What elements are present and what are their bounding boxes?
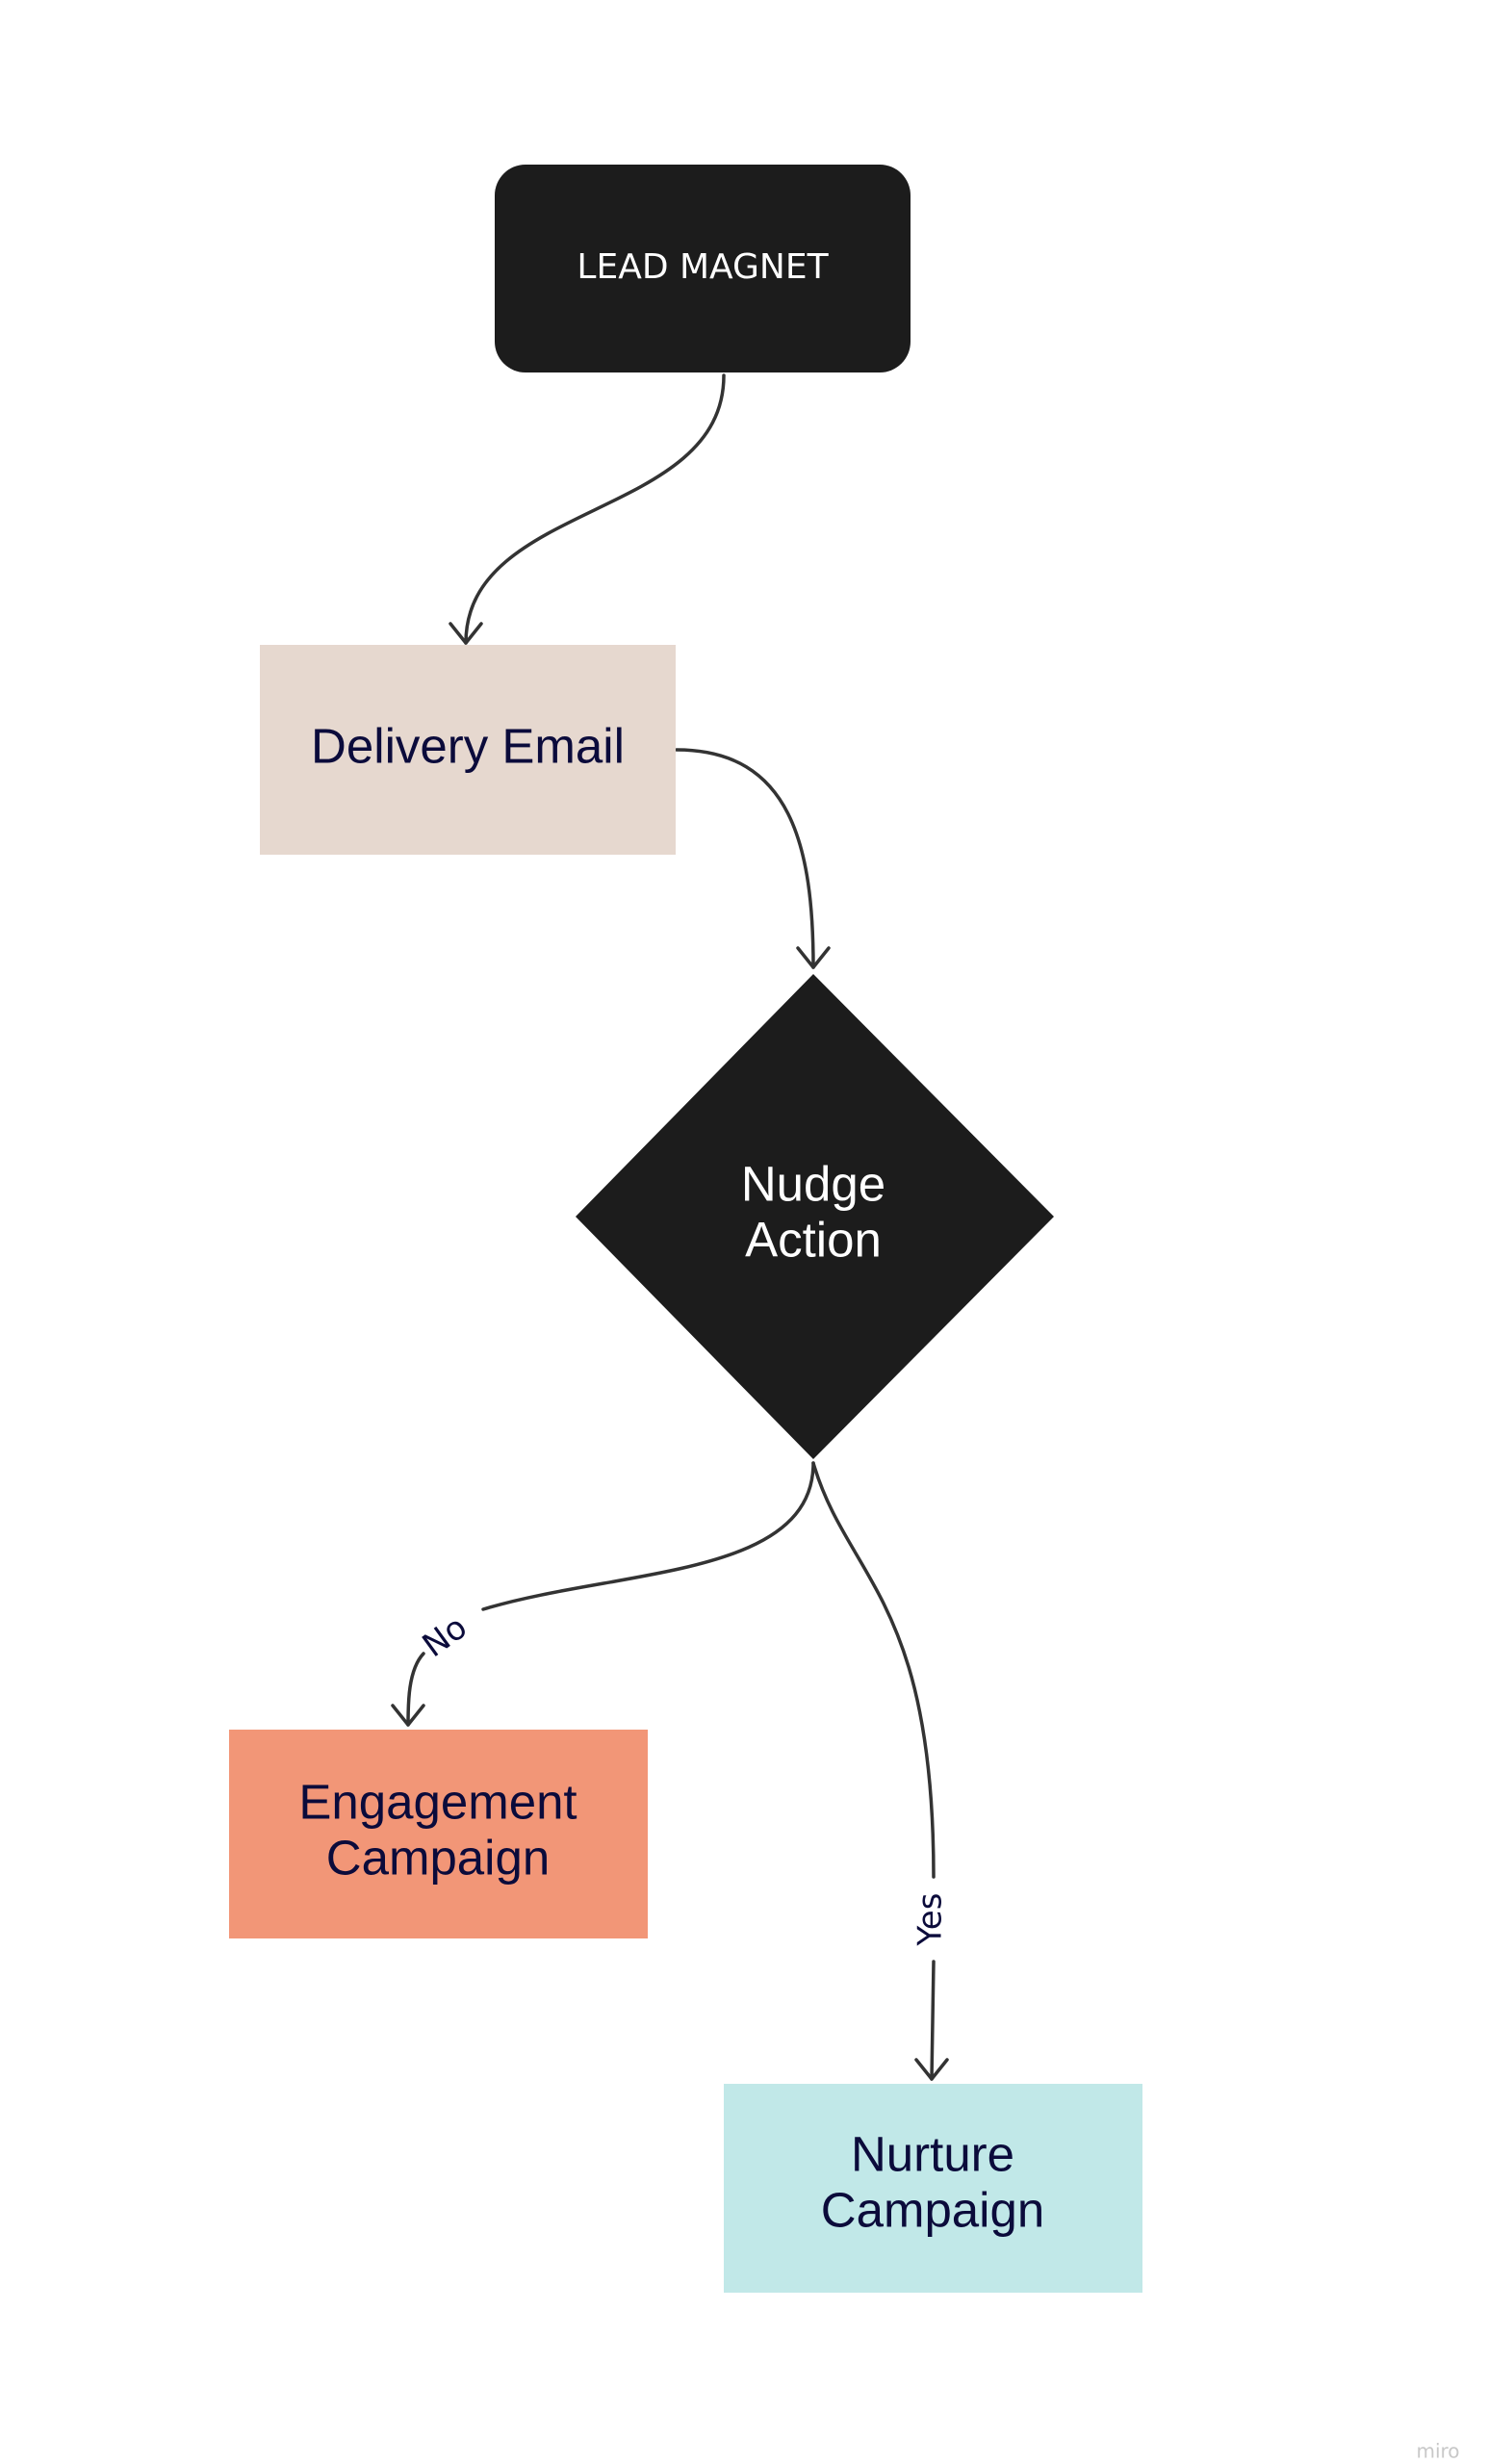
- node-delivery-email[interactable]: Delivery Email: [260, 645, 676, 855]
- miro-watermark: miro: [1416, 2440, 1459, 2463]
- engagement-campaign-label-line2: Campaign: [326, 1830, 550, 1885]
- engagement-campaign-label-line1: Engagement: [298, 1774, 577, 1829]
- nudge-action-label-line1: Nudge: [741, 1156, 885, 1211]
- node-lead-magnet[interactable]: LEAD MAGNET: [495, 165, 911, 372]
- arrowhead-nurture: [914, 2058, 949, 2081]
- arrowhead-nudge: [796, 946, 831, 969]
- nudge-action-label-line2: Action: [745, 1212, 882, 1267]
- nurture-campaign-label-line1: Nurture: [851, 2126, 1014, 2181]
- node-nudge-action[interactable]: Nudge Action: [576, 974, 1054, 1459]
- edge-nudge-to-engagement: [481, 1461, 815, 1611]
- delivery-email-label: Delivery Email: [311, 718, 625, 773]
- edge-label-yes: Yes: [911, 1893, 950, 1947]
- edge-lead-to-delivery: [464, 373, 726, 645]
- arrowhead-engagement: [391, 1704, 425, 1727]
- nurture-campaign-label-line2: Campaign: [821, 2182, 1044, 2237]
- node-engagement-campaign[interactable]: Engagement Campaign: [229, 1730, 648, 1938]
- edge-label-no: No: [416, 1608, 475, 1666]
- edge-delivery-to-nudge: [675, 748, 815, 969]
- node-nurture-campaign[interactable]: Nurture Campaign: [724, 2084, 1142, 2293]
- edge-nudge-to-nurture: [811, 1461, 936, 1879]
- arrowhead-delivery: [449, 622, 483, 645]
- edge-nudge-to-nurture-tail: [930, 1960, 936, 2081]
- lead-magnet-label: LEAD MAGNET: [577, 247, 829, 287]
- edge-nudge-to-engagement-tail: [406, 1652, 425, 1727]
